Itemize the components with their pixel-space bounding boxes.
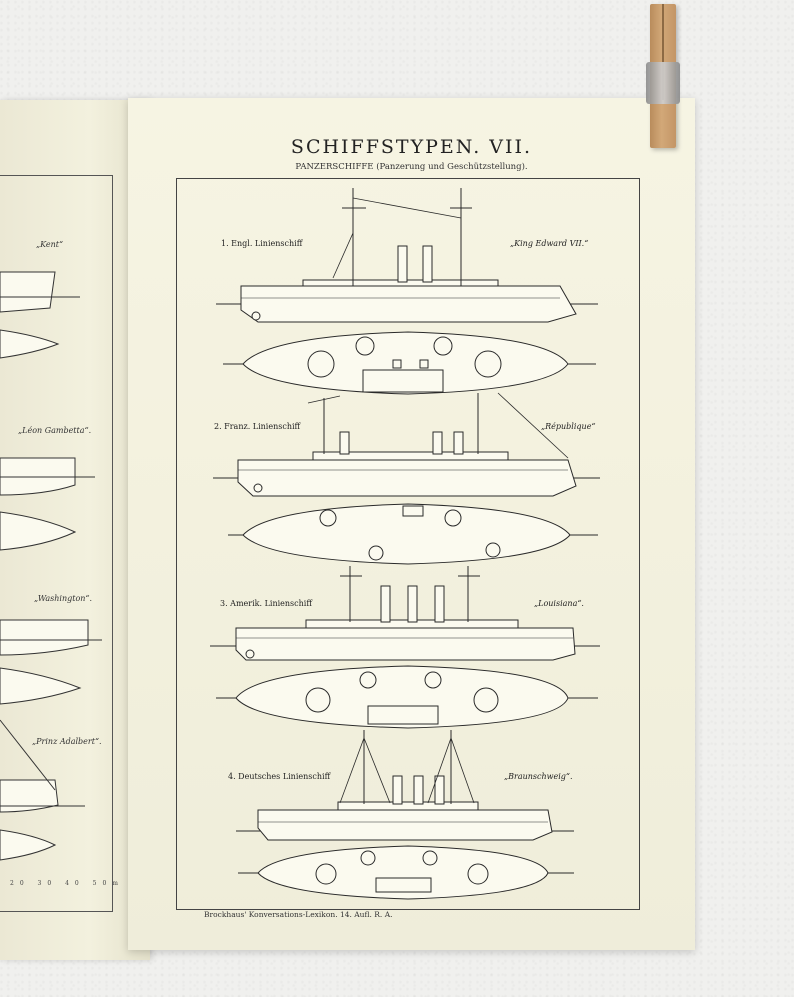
page-footer: Brockhaus' Konversations-Lexikon. 14. Au… [204,910,393,919]
left-ship-top-4 [0,829,57,861]
ship-1-top-view [223,331,596,395]
ship-2-side-view [213,392,600,497]
ship-name-4: „Braunschweig“. [504,772,573,781]
ship-name-1: „King Edward VII.“ [510,239,589,248]
ship-label-2: 2. Franz. Linienschiff [214,422,301,431]
left-ship-top-2 [0,511,77,551]
left-scale-bar: 20 30 40 50m [10,880,124,887]
main-print-page: SCHIFFSTYPEN. VII. PANZERSCHIFFE (Panzer… [128,98,695,950]
left-ship-side-1 [0,271,56,313]
plate-frame [176,178,640,910]
left-page-frame [0,175,113,912]
ship-1-side-view [216,188,598,323]
ship-label-3: 3. Amerik. Linienschiff [220,599,313,608]
ship-3-top-view [216,665,598,729]
page-title: SCHIFFSTYPEN. VII. [290,136,533,158]
left-ship-side-3 [0,619,89,656]
ship-name-2: „République“ [541,422,596,431]
ship-name-3: „Louisiana“. [534,599,584,608]
left-ship-side-4 [0,779,59,813]
ship-label-4: 4. Deutsches Linienschiff [228,772,331,781]
page-subtitle: PANZERSCHIFFE (Panzerung und Geschützste… [295,162,528,172]
left-folded-page: „Kent“ „Léon Gambetta“. „Washington“. „P… [0,100,150,960]
ship-drawings [210,188,600,900]
left-ship-name-4: „Prinz Adalbert“. [32,737,102,746]
clothespin-slit [662,4,664,100]
left-ship-name-1: „Kent“ [36,240,64,249]
left-ship-name-3: „Washington“. [34,594,93,603]
clothespin [646,4,680,148]
ship-label-1: 1. Engl. Linienschiff [221,239,303,248]
left-ship-top-3 [0,667,82,705]
left-ship-drawings [0,271,102,861]
clothespin-spring [646,62,680,104]
left-ship-top-1 [0,329,60,359]
ship-4-side-view [236,730,574,841]
ship-2-top-view [228,503,598,565]
ship-4-top-view [238,845,574,900]
ship-3-side-view [210,566,600,661]
left-ship-name-2: „Léon Gambetta“. [18,426,92,435]
